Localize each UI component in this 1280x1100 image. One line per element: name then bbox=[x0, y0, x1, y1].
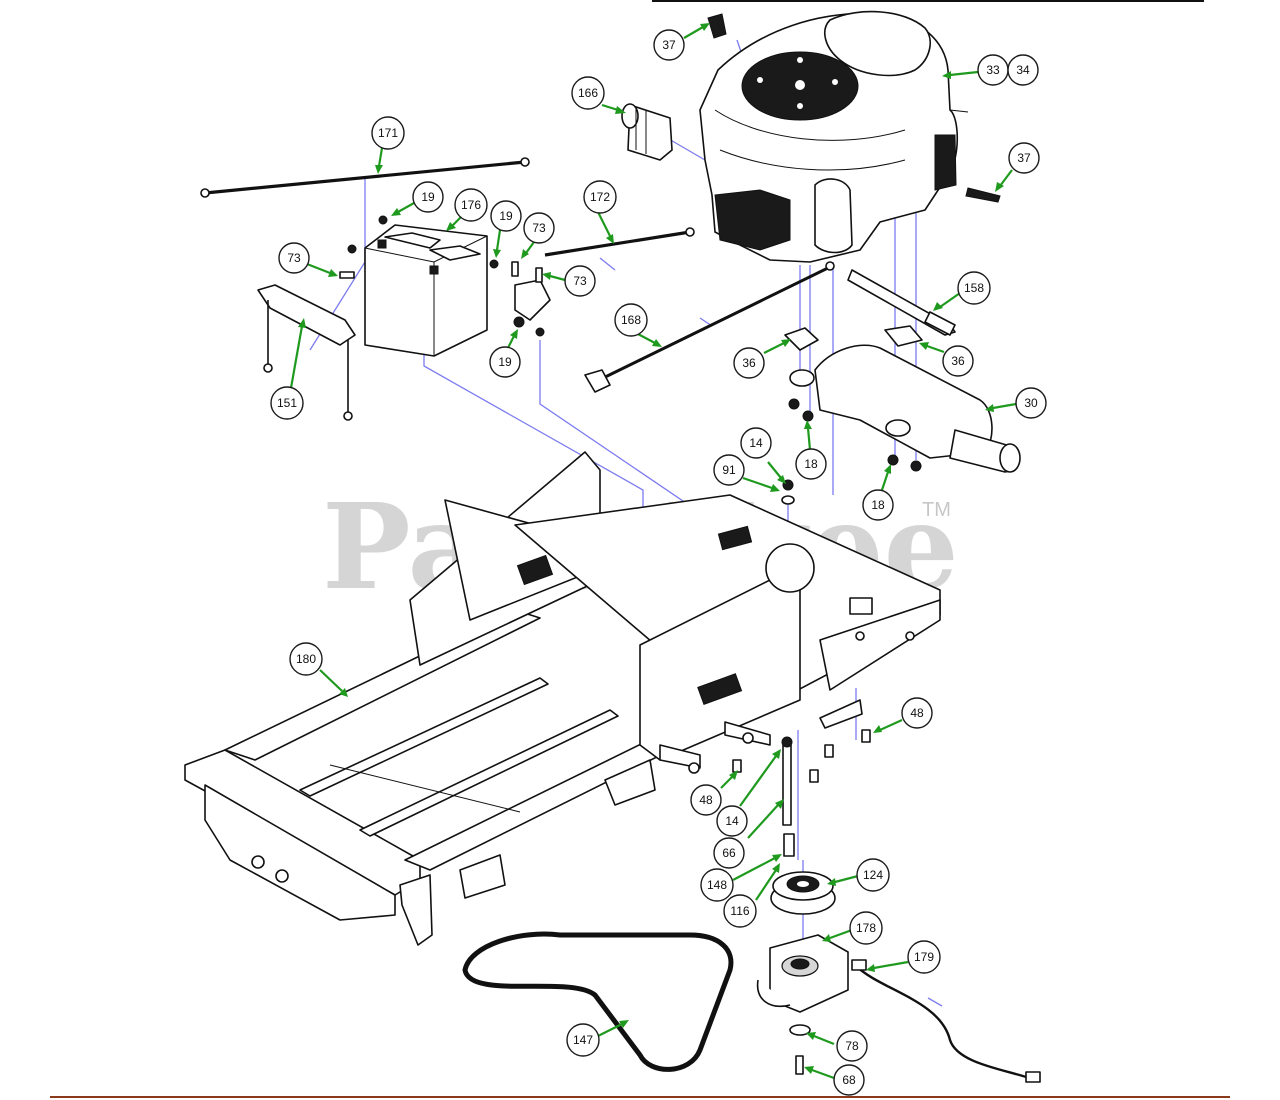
callouts: 37 33 34 166 37 171 19 176 19 73 172 73 … bbox=[270, 29, 1047, 1096]
svg-text:18: 18 bbox=[804, 457, 818, 471]
svg-text:166: 166 bbox=[578, 86, 598, 100]
svg-text:30: 30 bbox=[1024, 396, 1038, 410]
callout-166[interactable]: 166 bbox=[571, 76, 605, 110]
callout-179[interactable]: 179 bbox=[907, 940, 941, 974]
pto-clutch bbox=[756, 934, 849, 1075]
svg-text:172: 172 bbox=[590, 190, 610, 204]
svg-text:34: 34 bbox=[1016, 63, 1030, 77]
callout-176[interactable]: 176 bbox=[454, 188, 488, 222]
callout-124[interactable]: 124 bbox=[856, 858, 890, 892]
callout-178[interactable]: 178 bbox=[849, 911, 883, 945]
callout-116[interactable]: 116 bbox=[723, 894, 757, 928]
svg-text:124: 124 bbox=[863, 868, 883, 882]
callout-147[interactable]: 147 bbox=[566, 1023, 600, 1057]
svg-text:14: 14 bbox=[725, 814, 739, 828]
svg-text:68: 68 bbox=[842, 1073, 856, 1087]
top-rule bbox=[652, 0, 1204, 2]
callout-68[interactable]: 68 bbox=[833, 1064, 865, 1096]
engine bbox=[699, 10, 969, 263]
callout-36b[interactable]: 36 bbox=[942, 345, 974, 377]
solenoid bbox=[339, 215, 551, 337]
svg-text:168: 168 bbox=[621, 313, 641, 327]
svg-text:37: 37 bbox=[1017, 151, 1031, 165]
svg-text:158: 158 bbox=[964, 281, 984, 295]
svg-text:78: 78 bbox=[845, 1039, 859, 1053]
svg-text:19: 19 bbox=[421, 190, 435, 204]
callout-172[interactable]: 172 bbox=[583, 180, 617, 214]
callout-158[interactable]: 158 bbox=[957, 271, 991, 305]
callout-171[interactable]: 171 bbox=[371, 116, 405, 150]
wire-harness bbox=[584, 261, 835, 393]
svg-text:179: 179 bbox=[914, 950, 934, 964]
callout-91[interactable]: 91 bbox=[713, 454, 745, 486]
svg-text:36: 36 bbox=[951, 354, 965, 368]
pulley-stud bbox=[781, 736, 795, 857]
callout-14b[interactable]: 14 bbox=[716, 805, 748, 837]
battery-cable-long bbox=[200, 157, 530, 198]
svg-text:151: 151 bbox=[277, 396, 297, 410]
callout-19b[interactable]: 19 bbox=[490, 200, 522, 232]
frame bbox=[184, 451, 941, 946]
svg-text:73: 73 bbox=[573, 274, 587, 288]
pulley bbox=[770, 871, 836, 915]
svg-text:176: 176 bbox=[461, 198, 481, 212]
callout-73a[interactable]: 73 bbox=[523, 212, 555, 244]
callout-168[interactable]: 168 bbox=[614, 303, 648, 337]
svg-text:147: 147 bbox=[573, 1033, 593, 1047]
callout-18b[interactable]: 18 bbox=[862, 489, 894, 521]
callout-37a[interactable]: 37 bbox=[653, 29, 685, 61]
battery-hold-down bbox=[257, 284, 356, 421]
callout-18a[interactable]: 18 bbox=[795, 448, 827, 480]
leader-arrows bbox=[289, 23, 1017, 1080]
oil-filter bbox=[621, 103, 673, 161]
callout-33[interactable]: 33 bbox=[977, 54, 1009, 86]
svg-text:36: 36 bbox=[742, 356, 756, 370]
callout-78[interactable]: 78 bbox=[836, 1030, 868, 1062]
svg-text:48: 48 bbox=[910, 706, 924, 720]
callout-48b[interactable]: 48 bbox=[690, 784, 722, 816]
callout-19c[interactable]: 19 bbox=[489, 346, 521, 378]
svg-text:91: 91 bbox=[722, 463, 736, 477]
callout-148[interactable]: 148 bbox=[700, 868, 734, 902]
svg-text:19: 19 bbox=[498, 355, 512, 369]
callout-36a[interactable]: 36 bbox=[733, 347, 765, 379]
callout-37b[interactable]: 37 bbox=[1008, 142, 1040, 174]
callout-180[interactable]: 180 bbox=[289, 642, 323, 676]
spark-plugs bbox=[707, 13, 1001, 203]
svg-text:73: 73 bbox=[287, 251, 301, 265]
svg-text:171: 171 bbox=[378, 126, 398, 140]
svg-text:180: 180 bbox=[296, 652, 316, 666]
deck-belt bbox=[462, 931, 734, 1072]
svg-text:148: 148 bbox=[707, 878, 727, 892]
callout-48a[interactable]: 48 bbox=[901, 697, 933, 729]
svg-text:18: 18 bbox=[871, 498, 885, 512]
svg-text:37: 37 bbox=[662, 38, 676, 52]
svg-text:116: 116 bbox=[730, 904, 749, 918]
svg-text:66: 66 bbox=[722, 846, 736, 860]
callout-19a[interactable]: 19 bbox=[412, 181, 444, 213]
callout-73b[interactable]: 73 bbox=[278, 242, 310, 274]
callout-151[interactable]: 151 bbox=[270, 386, 304, 420]
bottom-rule bbox=[50, 1096, 1230, 1098]
battery-cable-short bbox=[544, 227, 695, 257]
svg-text:73: 73 bbox=[532, 221, 546, 235]
svg-text:48: 48 bbox=[699, 793, 713, 807]
battery bbox=[364, 224, 488, 357]
callout-30[interactable]: 30 bbox=[1015, 387, 1047, 419]
svg-text:14: 14 bbox=[749, 436, 763, 450]
fuel-line bbox=[847, 269, 956, 336]
callout-73c[interactable]: 73 bbox=[564, 265, 596, 297]
watermark-tm: TM bbox=[922, 499, 951, 521]
svg-text:33: 33 bbox=[986, 63, 1000, 77]
callout-66[interactable]: 66 bbox=[713, 837, 745, 869]
clutch-wire bbox=[851, 959, 1041, 1083]
svg-text:178: 178 bbox=[856, 921, 876, 935]
bolts bbox=[732, 729, 871, 783]
muffler bbox=[784, 325, 1021, 473]
svg-text:19: 19 bbox=[499, 209, 513, 223]
callout-34[interactable]: 34 bbox=[1007, 54, 1039, 86]
callout-14a[interactable]: 14 bbox=[740, 427, 772, 459]
